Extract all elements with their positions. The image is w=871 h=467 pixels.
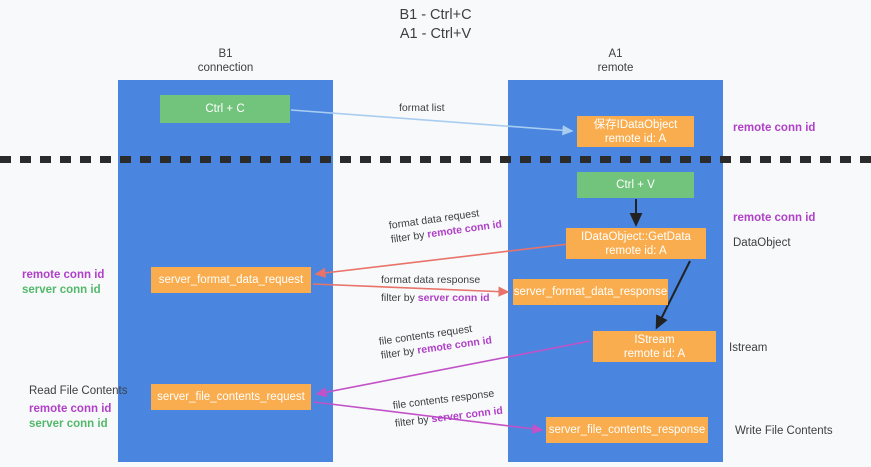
column-header-a1-role: remote [597,61,634,74]
node-idataobject-getdata[interactable]: IDataObject::GetData remote id: A [566,228,706,259]
annotation-left-read-file-contents-group: Read File Contents remote conn id server… [29,384,127,432]
filter-prefix: filter by [381,292,418,304]
node-server-file-contents-request[interactable]: server_file_contents_request [151,384,311,410]
node-server-format-data-response[interactable]: server_format_data_response [513,279,668,305]
node-ctrl-c-label: Ctrl + C [205,103,245,115]
page-title: B1 - Ctrl+C A1 - Ctrl+V [0,6,871,44]
phase-divider-dashed-line [0,156,871,163]
node-save-idataobject[interactable]: 保存IDataObject remote id: A [577,116,694,147]
node-server-format-data-request[interactable]: server_format_data_request [151,267,311,293]
node-server-format-data-request-label: server_format_data_request [158,274,304,286]
node-getdata-line2: remote id: A [605,244,667,257]
edge-label-format-data-response-filter: filter by server conn id [381,291,490,305]
edge-label-format-list: format list [399,101,445,115]
node-istream-line2: remote id: A [623,347,686,360]
annotation-right-remote-conn-id-2: remote conn id [733,212,816,224]
node-server-file-contents-response[interactable]: server_file_contents_response [546,417,708,443]
column-header-b1-name: B1 [218,48,233,60]
node-server-file-contents-request-label: server_file_contents_request [157,391,305,403]
node-istream-line1: IStream [634,333,675,346]
edge-label-format-data-response: format data response filter by server co… [381,273,490,305]
column-header-b1-role: connection [197,61,254,74]
arrow-file-contents-request [315,340,591,398]
node-ctrl-c[interactable]: Ctrl + C [160,95,290,123]
annotation-left-server-conn-id-2: server conn id [29,418,108,430]
node-server-format-data-response-label: server_format_data_response [513,286,668,298]
annotation-left-remote-conn-id-2: remote conn id [29,403,112,415]
arrow-getdata-to-istream [655,260,691,330]
annotation-left-remote-conn-id-1: remote conn id [22,269,105,281]
column-header-b1: B1 connection [118,48,333,75]
node-server-file-contents-response-label: server_file_contents_response [548,424,706,436]
annotation-right-remote-conn-id-1: remote conn id [733,122,816,134]
title-line-1: B1 - Ctrl+C [399,7,472,23]
annotation-right-dataobject: DataObject [733,237,791,249]
column-header-a1: A1 remote [508,48,723,75]
node-getdata-line1: IDataObject::GetData [581,230,691,243]
node-ctrl-v-label: Ctrl + V [616,179,655,191]
annotation-left-server-conn-id-1: server conn id [22,284,101,296]
arrow-format-data-request [314,243,570,278]
annotation-right-write-file-contents: Write File Contents [735,425,833,437]
annotation-left-read-file-contents: Read File Contents [29,385,128,397]
edge-label-format-data-response-text: format data response [381,274,481,286]
arrow-file-contents-response [313,401,544,434]
arrow-format-data-response [312,283,510,297]
edge-label-format-list-text: format list [399,102,445,114]
annotation-left-conn-ids-format: remote conn id server conn id [22,268,104,298]
column-header-a1-name: A1 [608,48,623,60]
arrow-format-list [290,109,574,136]
filter-key-server-conn-id: server conn id [417,292,490,304]
node-ctrl-v[interactable]: Ctrl + V [577,172,694,198]
annotation-right-istream: Istream [729,342,768,354]
node-save-idataobject-line2: remote id: A [604,132,667,145]
node-save-idataobject-line1: 保存IDataObject [593,118,678,131]
node-istream[interactable]: IStream remote id: A [593,331,716,362]
title-line-2: A1 - Ctrl+V [399,26,472,42]
